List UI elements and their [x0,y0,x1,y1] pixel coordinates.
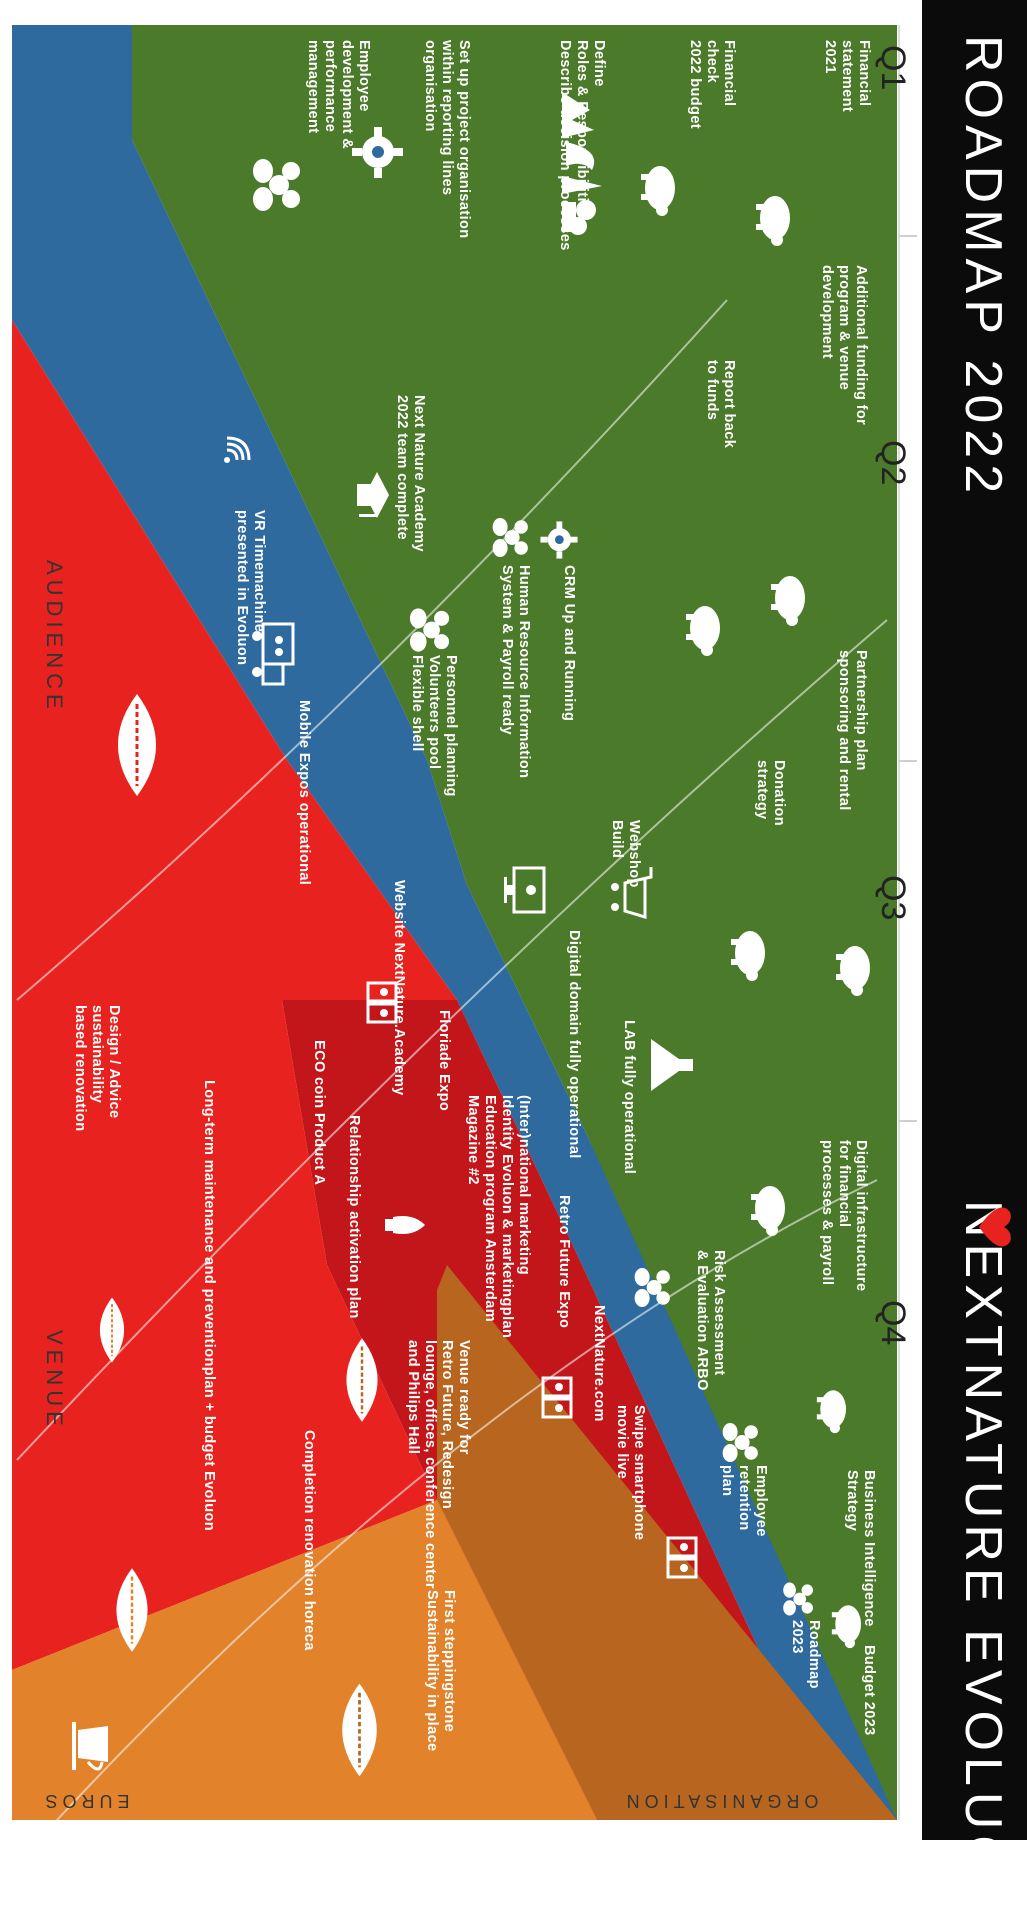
quarter-q2: Q2 [874,440,912,486]
roadmap-canvas: ROADMAP 2022 NEXTNATURE EVOLUON Q1 Q2 Q3… [12,0,1027,1925]
org-retention-plan: Employee retention plan [719,1465,769,1537]
piggy-bank-icon [836,946,870,996]
piggy-bank-icon [731,931,765,981]
axis-venue: VENUE [42,1330,67,1431]
piggy-bank-icon [771,576,805,626]
org-digital-domain: Digital domain fully operational [566,930,582,1159]
euros-digital-infrastructure: Digital infrastructure for financial pro… [819,1140,869,1292]
monitor-icon [504,866,546,914]
people-group-icon [783,1582,813,1616]
venue-design-advice: Design / Advice sustainability based ren… [72,1005,122,1132]
audience-eco-coin: ECO coin Product A [311,1040,327,1186]
quarter-divider [899,235,917,237]
org-roadmap-2023: Roadmap 2023 [789,1620,822,1689]
evoluon-dome-icon [116,1568,148,1652]
euros-partnership-plan: Partnership plan sponsoring and rental [836,650,869,811]
organisation-band [12,25,897,1820]
quarter-divider [899,760,917,762]
axis-audience: AUDIENCE [42,560,67,714]
animals-icon [562,92,602,235]
owl-icon [366,981,398,1024]
quarter-q3: Q3 [874,875,912,921]
axis-euros: EUROS [40,1791,130,1811]
people-group-icon [634,1268,670,1307]
audience-marketing: (Inter)national marketing Identity Evolu… [465,1095,532,1339]
people-group-icon [409,608,450,652]
evoluon-dome-icon [118,694,156,796]
audience-nextnature-com: NextNature.com [591,1305,607,1422]
euros-financial-check: Financial check 2022 budget [687,40,737,130]
people-group-icon [492,518,528,557]
heart-icon [979,1207,1011,1247]
graduation-cap-icon [357,472,389,518]
quarter-divider [899,1120,917,1122]
people-group-icon [253,159,300,211]
evoluon-dome-icon [342,1683,377,1777]
venue-band [12,1500,597,1820]
org-risk-assessment: Risk Assessment & Evaluation ARBO [694,1250,727,1391]
piggy-bank-icon [686,606,720,656]
piggy-bank-icon [751,1186,785,1236]
audience-relationship-plan: Relationship activation plan [346,1115,362,1319]
owl-icon [541,1376,573,1419]
euros-band [132,25,897,1820]
piggy-bank-icon [816,1390,846,1434]
quarter-q4: Q4 [874,1300,912,1346]
org-hr-system: Human Resource Information System & Payr… [499,565,532,779]
shopping-cart-icon [611,867,653,920]
brand-nextnature: NEXTNATURE [954,1200,1012,1609]
roadmap-title: ROADMAP 2022 [954,35,1012,500]
coffee-cup-icon [72,1722,108,1771]
euros-budget-2023: Budget 2023 [861,1645,877,1736]
rocket-icon [385,1216,425,1234]
venue-horeca: Completion renovation horeca [301,1430,317,1651]
gear-icon [352,127,403,178]
evoluon-dome-icon [100,1297,124,1363]
lab-flask-icon [651,1039,693,1091]
evoluon-dome-icon [346,1338,378,1422]
people-group-icon [722,1423,758,1462]
orbit-line-1 [56,1179,878,1821]
org-project-organisation: Set up project organisation within repor… [422,40,472,239]
audience-mobile-expos: Mobile Expos operational [296,700,312,886]
venue-sustainability-step: First steppingstone Sustainability in pl… [424,1590,457,1752]
euros-report-back: Report back to funds [704,360,737,449]
orbit-line-3 [16,299,728,1001]
axis-organisation: ORGANISATION [621,1791,819,1811]
org-academy-team: Next Nature Academy 2022 team complete [394,395,427,552]
euros-financial-statement: Financial statement 2021 [822,40,872,113]
piggy-bank-icon [641,166,675,216]
orbit-line-2 [16,619,888,1461]
audience-floriade: Floriade Expo [436,1010,452,1112]
header-bar: ROADMAP 2022 NEXTNATURE EVOLUON [922,0,1027,1925]
expo-truck-icon [252,622,295,686]
audience-swipe-movie: Swipe smartphone movie live [614,1405,647,1541]
piggy-bank-icon [756,196,790,246]
wifi-signal-icon [224,436,251,463]
venue-ready: Venue ready for Retro Future, Redesign l… [405,1340,472,1589]
venue-maintenance: Long-term maintenance and preventionplan… [201,1080,217,1531]
audience-retro-future-expo: Retro Future Expo [556,1195,572,1329]
euros-additional-funding: Additional funding for program & venue d… [819,265,869,426]
org-personnel-planning: Personnel planning Volunteers pool Flexi… [409,655,459,797]
euros-donation-strategy: Donation strategy [754,760,787,827]
gear-icon [540,521,578,559]
org-lab: LAB fully operational [621,1020,637,1175]
quarter-q1: Q1 [874,45,912,91]
owl-icon [666,1536,698,1579]
brand-title: NEXTNATURE EVOLUON [953,1200,1013,1925]
org-crm: CRM Up and Running [561,565,577,722]
brand-evoluon: EVOLUON [954,1629,1012,1925]
piggy-bank-icon [831,1605,861,1649]
